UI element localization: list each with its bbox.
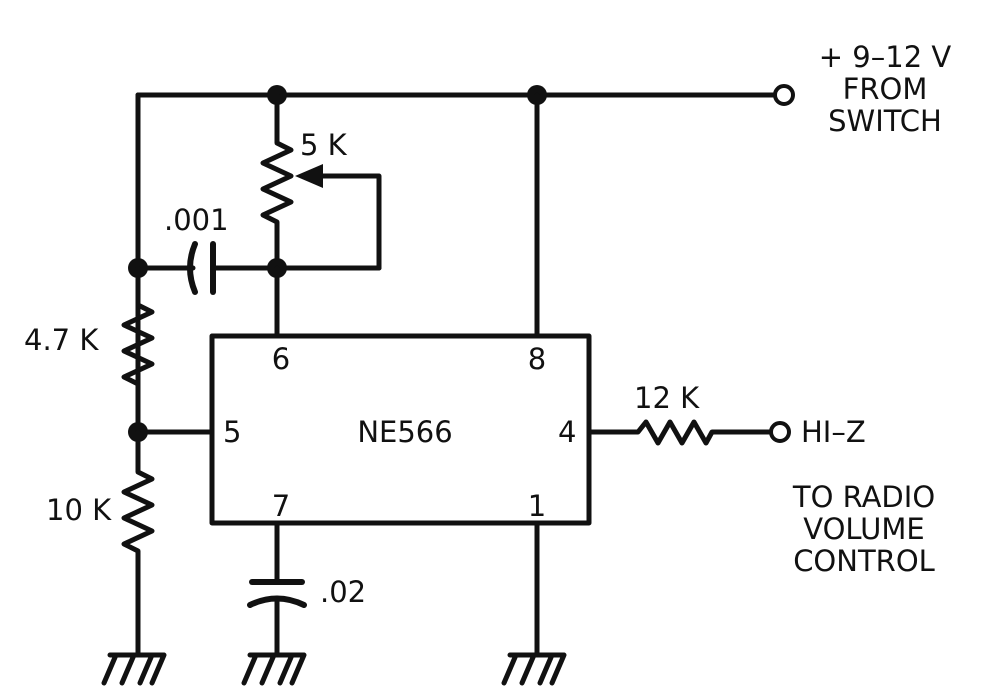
output-note-line3: CONTROL <box>793 544 935 578</box>
resistor-10k <box>121 429 155 658</box>
pin4-label: 4 <box>558 415 576 449</box>
r-bottom-label: 10 K <box>46 493 112 527</box>
output-terminal <box>769 421 791 443</box>
output-label: HI–Z <box>801 415 866 449</box>
capacitor-02 <box>247 520 307 658</box>
capacitor-001 <box>135 241 280 295</box>
wiper-arrow <box>295 164 323 188</box>
pin7-label: 7 <box>272 489 290 523</box>
pot-label: 5 K <box>300 128 348 162</box>
r-out-label: 12 K <box>634 381 700 415</box>
cap-bottom-label: .02 <box>320 575 366 609</box>
ic-name-label: NE566 <box>357 415 452 449</box>
pin5-label: 5 <box>223 415 241 449</box>
output-note-line2: VOLUME <box>803 512 924 546</box>
potentiometer-5k <box>260 92 382 271</box>
output-note-line1: TO RADIO <box>792 480 935 514</box>
supply-switch-label: SWITCH <box>828 104 942 138</box>
pin6-label: 6 <box>272 342 290 376</box>
cap-timing-label: .001 <box>164 203 229 237</box>
resistor-12k <box>586 419 774 446</box>
ground-symbol <box>501 652 567 686</box>
pin1-label: 1 <box>528 489 546 523</box>
supply-terminal <box>773 84 795 106</box>
ground-symbol <box>101 652 167 686</box>
pin8-label: 8 <box>528 342 546 376</box>
ground-symbol <box>241 652 307 686</box>
supply-voltage-label: + 9–12 V <box>819 40 952 74</box>
r-top-label: 4.7 K <box>24 323 99 357</box>
resistor-4k7 <box>121 265 155 435</box>
supply-from-label: FROM <box>843 72 928 106</box>
